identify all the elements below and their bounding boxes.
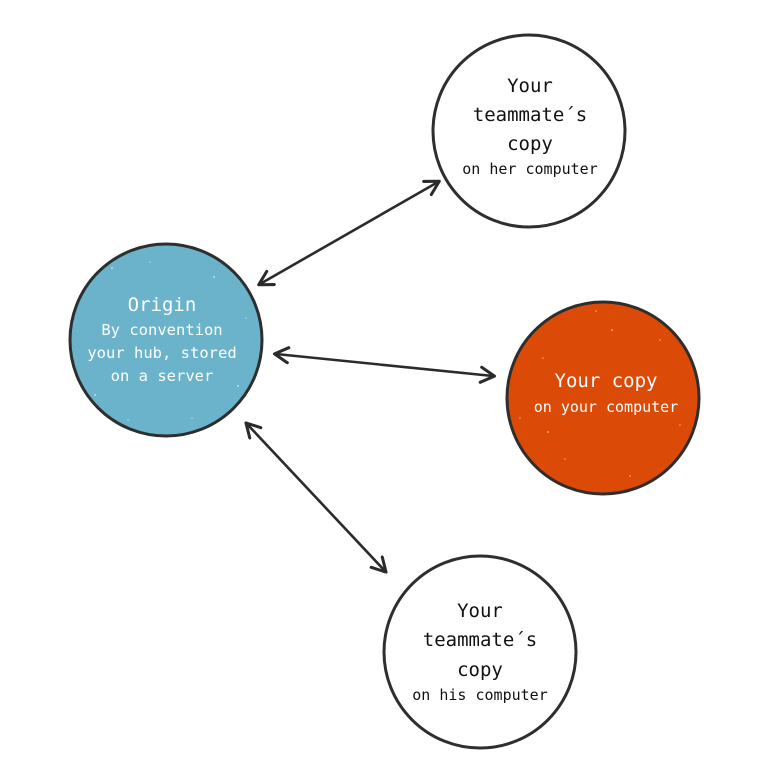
origin-line-3: on a server [111,367,214,385]
teammate-her-line-3: copy [507,133,553,155]
your-copy-circle [505,300,701,496]
teammate-her-line-4: on her computer [462,160,597,178]
teammate-her-line-2: teammate´s [473,104,587,126]
teammate-his-node: Your teammate´s copy on his computer [382,554,578,750]
arrow-origin-your-copy [272,346,497,384]
teammate-her-circle [431,33,627,229]
teammate-his-line-4: on his computer [412,686,547,704]
teammate-his-line-1: Your [457,600,503,622]
arrow-origin-teammate-her [257,179,441,287]
origin-node: Origin By convention your hub, stored on… [68,242,264,438]
origin-speckles [94,261,247,421]
teammate-his-line-2: teammate´s [423,629,537,651]
teammate-his-line-3: copy [457,659,503,681]
origin-title: Origin [128,294,197,316]
your-copy-node: Your copy on your computer [505,300,701,496]
origin-circle [68,242,264,438]
origin-line-2: your hub, stored [87,344,236,362]
teammate-her-line-1: Your [507,75,553,97]
teammate-her-node: Your teammate´s copy on her computer [431,33,627,229]
origin-line-1: By convention [101,321,222,339]
arrow-origin-teammate-his [244,421,388,574]
your-copy-speckles [519,310,681,477]
your-copy-title: Your copy [555,370,658,392]
teammate-his-circle [382,554,578,750]
your-copy-subtitle: on your computer [534,398,679,416]
